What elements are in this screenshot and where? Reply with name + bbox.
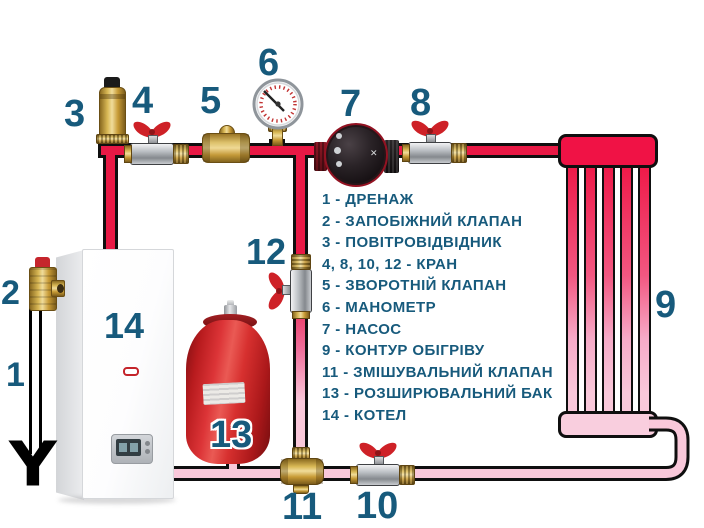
legend: 1 - ДРЕНАЖ 2 - ЗАПОБІЖНИЙ КЛАПАН 3 - ПОВ… bbox=[322, 189, 553, 427]
valve-body bbox=[356, 464, 400, 486]
radiator-top-header bbox=[558, 134, 658, 168]
radiator-tube bbox=[566, 160, 579, 416]
label-check-valve: 5 bbox=[200, 80, 222, 122]
label-drain: 1 bbox=[6, 356, 25, 394]
label-valve-10: 10 bbox=[356, 485, 399, 527]
label-manometer: 6 bbox=[258, 42, 280, 84]
check-valve-body bbox=[202, 133, 250, 163]
valve-handle-icon bbox=[133, 121, 171, 138]
label-mixing-valve: 11 bbox=[282, 486, 323, 528]
legend-item: 6 - МАНОМЕТР bbox=[322, 298, 436, 316]
pump-flange bbox=[314, 142, 327, 171]
valve-body bbox=[130, 143, 174, 165]
valve-nut bbox=[173, 144, 189, 164]
mixing-valve-end-band bbox=[316, 459, 323, 484]
radiator-bottom-header bbox=[558, 411, 658, 438]
valve-nut bbox=[451, 143, 467, 163]
drain-pipe bbox=[29, 300, 42, 454]
label-pump: 7 bbox=[340, 83, 362, 125]
boiler-panel-button bbox=[145, 441, 150, 446]
ball-valve-8 bbox=[402, 119, 468, 167]
valve-nut bbox=[350, 466, 358, 484]
label-valve-8: 8 bbox=[410, 82, 432, 124]
boiler-display-digits bbox=[119, 443, 127, 452]
boiler-display-digits bbox=[130, 443, 138, 452]
radiator-return-bend-pipe bbox=[640, 416, 690, 481]
air-vent-cap bbox=[104, 77, 120, 89]
pump-flange bbox=[384, 140, 399, 173]
boiler-shadow bbox=[58, 496, 176, 504]
legend-item: 1 - ДРЕНАЖ bbox=[322, 191, 414, 208]
manometer-gauge bbox=[252, 78, 304, 130]
label-air-vent: 3 bbox=[64, 93, 86, 135]
legend-item: 7 - НАСОС bbox=[322, 320, 402, 338]
safety-valve-outlet-hole bbox=[57, 284, 64, 293]
radiator-tube bbox=[620, 160, 633, 416]
pump-brand-icon: ✕ bbox=[370, 148, 378, 158]
valve-handle-icon bbox=[411, 120, 449, 137]
pump-button bbox=[334, 147, 341, 154]
pump-button bbox=[336, 161, 342, 167]
pipe-joint bbox=[296, 146, 305, 159]
label-boiler: 14 bbox=[104, 305, 145, 346]
label-valve-4: 4 bbox=[132, 80, 154, 122]
valve-nut bbox=[292, 311, 310, 319]
drain-outlet-icon: Y bbox=[9, 428, 57, 501]
check-valve-end-band bbox=[203, 134, 210, 162]
boiler-supply-riser-pipe bbox=[103, 146, 118, 258]
pump-body bbox=[324, 123, 388, 187]
circulation-pump: ✕ bbox=[312, 121, 400, 191]
label-heating-circuit: 9 bbox=[655, 284, 677, 326]
boiler-panel-button bbox=[145, 449, 150, 454]
tank-top-fitting bbox=[227, 300, 234, 307]
mixing-valve-bottom-stub bbox=[293, 485, 309, 494]
valve-handle-icon bbox=[359, 442, 397, 459]
check-valve-end-band bbox=[240, 134, 249, 162]
ball-valve-4 bbox=[124, 120, 190, 168]
pipe-joint bbox=[272, 146, 282, 151]
air-vent-base-nut bbox=[96, 134, 129, 144]
pump-button bbox=[336, 133, 342, 139]
legend-item: 11 - ЗМІШУВАЛЬНИЙ КЛАПАН bbox=[322, 363, 553, 381]
ball-valve-12 bbox=[267, 253, 315, 319]
label-safety-valve: 2 bbox=[1, 274, 20, 312]
valve-handle-icon bbox=[268, 272, 285, 310]
valve-nut bbox=[291, 254, 311, 270]
valve-body bbox=[408, 142, 452, 164]
valve-body bbox=[290, 269, 312, 313]
radiator-tube bbox=[584, 160, 597, 416]
valve-nut bbox=[399, 465, 415, 485]
legend-item: 9 - КОНТУР ОБІГРІВУ bbox=[322, 342, 485, 360]
label-expansion-tank: 13 bbox=[210, 414, 253, 456]
tank-label-sticker bbox=[202, 381, 246, 406]
legend-item: 14 - КОТЕЛ bbox=[322, 406, 407, 424]
legend-item: 3 - ПОВІТРОВІДВІДНИК bbox=[322, 234, 502, 252]
mixing-valve-end-band bbox=[281, 459, 288, 484]
valve-nut bbox=[124, 145, 132, 163]
pipe-joint bbox=[106, 146, 115, 159]
legend-item: 2 - ЗАПОБІЖНИЙ КЛАПАН bbox=[322, 212, 523, 230]
radiator-tube bbox=[638, 160, 651, 416]
legend-item: 4, 8, 10, 12 - КРАН bbox=[322, 255, 458, 273]
air-vent-collar bbox=[100, 94, 125, 99]
legend-item: 13 - РОЗШИРЮВАЛЬНИЙ БАК bbox=[322, 385, 553, 403]
mixing-valve-body bbox=[280, 458, 324, 485]
valve-nut bbox=[402, 144, 410, 162]
legend-item: 5 - ЗВОРОТНІЙ КЛАПАН bbox=[322, 277, 507, 295]
ball-valve-10 bbox=[350, 441, 416, 489]
label-valve-12: 12 bbox=[246, 231, 287, 272]
safety-valve-cap bbox=[35, 257, 50, 270]
pipe-joint bbox=[229, 466, 237, 471]
boiler-logo bbox=[123, 367, 139, 376]
radiator-tube bbox=[602, 160, 615, 416]
